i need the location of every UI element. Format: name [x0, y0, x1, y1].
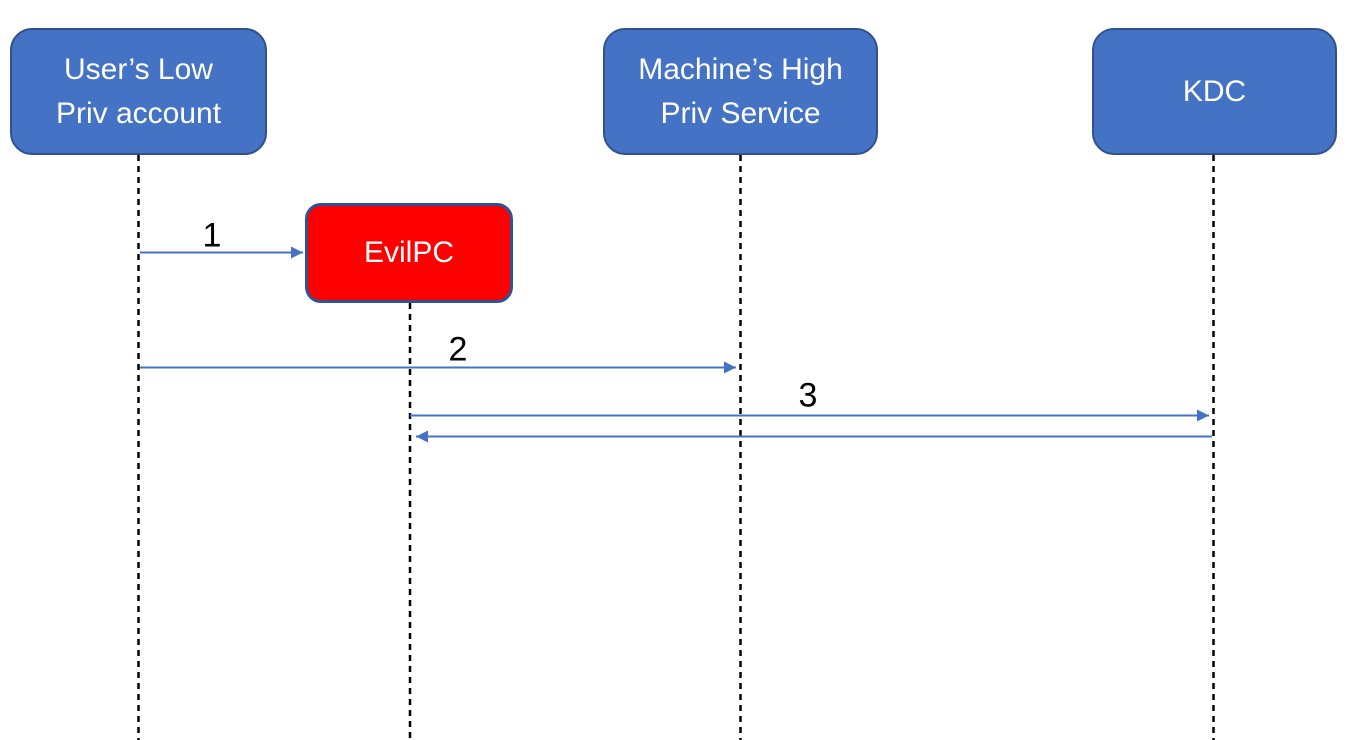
actor-kdc: KDC	[1092, 28, 1337, 155]
message-label-2: 2	[448, 330, 468, 369]
actor-user-low-priv: User’s Low Priv account	[10, 28, 267, 155]
message-label-3: 3	[798, 376, 818, 415]
message-label-1: 1	[202, 216, 222, 255]
actor-evilpc: EvilPC	[305, 203, 513, 303]
actor-machine-high-priv: Machine’s High Priv Service	[603, 28, 878, 155]
